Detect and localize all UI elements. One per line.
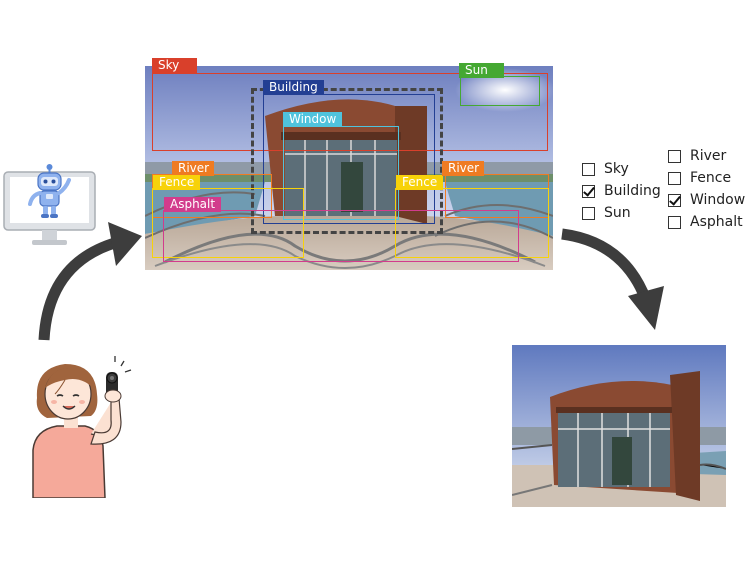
object-checklist-column-1: Sky Building Sun — [582, 158, 661, 224]
checklist-item-window[interactable]: Window — [668, 189, 745, 211]
object-checklist-column-2: River Fence Window Asphalt — [668, 145, 745, 233]
annotated-panorama-image: Sky Sun Building Window River Fence Asph… — [145, 58, 553, 270]
checkbox[interactable] — [668, 215, 681, 229]
checklist-item-building[interactable]: Building — [582, 180, 661, 202]
computer-robot-icon — [2, 162, 98, 250]
bbox-sun — [460, 76, 540, 106]
checklist-item-sky[interactable]: Sky — [582, 158, 661, 180]
label-sun: Sun — [459, 63, 504, 78]
checkbox[interactable] — [582, 162, 595, 176]
label-river-left: River — [172, 161, 214, 176]
label-river-right: River — [442, 161, 484, 176]
bbox-sky — [152, 73, 548, 151]
output-view-image — [512, 345, 726, 507]
person-with-camera-illustration — [25, 350, 135, 498]
label-asphalt: Asphalt — [164, 197, 222, 212]
bbox-selected-dashed — [251, 88, 443, 234]
checklist-item-river[interactable]: River — [668, 145, 745, 167]
checklist-item-asphalt[interactable]: Asphalt — [668, 211, 745, 233]
checkbox-checked[interactable] — [668, 193, 681, 207]
bbox-building — [263, 94, 435, 224]
checkbox[interactable] — [582, 206, 595, 220]
label-sky: Sky — [152, 58, 197, 73]
bbox-fence-right — [395, 188, 549, 258]
checkbox[interactable] — [668, 149, 681, 163]
checkbox[interactable] — [668, 171, 681, 185]
checkbox-checked[interactable] — [582, 184, 595, 198]
checklist-item-sun[interactable]: Sun — [582, 202, 661, 224]
label-building: Building — [263, 80, 324, 95]
bbox-fence-left — [152, 188, 304, 258]
bbox-asphalt — [163, 210, 519, 262]
label-fence-left: Fence — [153, 175, 201, 190]
label-window: Window — [283, 112, 343, 127]
label-fence-right: Fence — [396, 175, 444, 190]
checklist-item-fence[interactable]: Fence — [668, 167, 745, 189]
